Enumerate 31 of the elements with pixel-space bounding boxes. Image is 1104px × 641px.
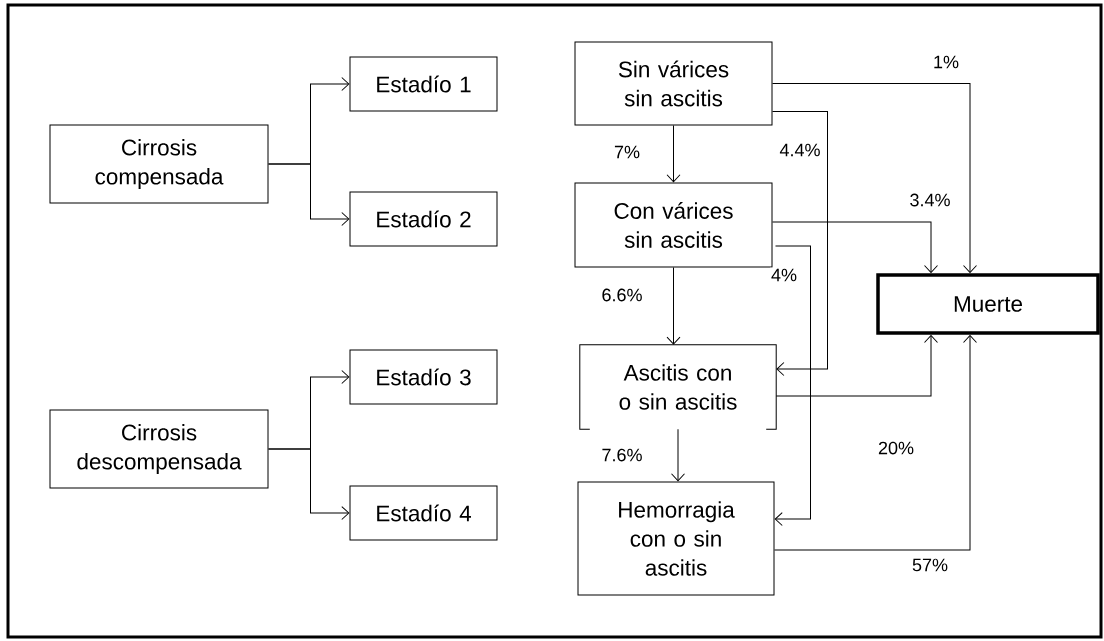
edge-label: 1% xyxy=(932,54,960,70)
edge-label: 7% xyxy=(613,144,641,160)
arrow xyxy=(772,83,977,273)
edge-label: 7.6% xyxy=(600,447,644,463)
process-box: Estadío 2 xyxy=(349,191,498,247)
arrow xyxy=(666,267,681,345)
process-box: Sin várices sin ascitis xyxy=(574,41,773,126)
process-box: Estadío 1 xyxy=(349,56,498,112)
arrow xyxy=(268,163,350,226)
process-box: Con várices sin ascitis xyxy=(574,182,773,268)
arrow xyxy=(775,335,938,397)
arrow xyxy=(772,111,828,376)
process-box: Estadío 4 xyxy=(349,485,498,541)
process-box: Cirrosis descompensada xyxy=(49,409,269,489)
edge-label: 3.4% xyxy=(908,192,952,208)
process-box: Muerte xyxy=(876,273,1100,335)
edge-label: 6.6% xyxy=(600,287,644,303)
arrow xyxy=(772,221,938,273)
arrow xyxy=(774,335,977,551)
edge-label: 57% xyxy=(911,557,949,573)
process-box: Cirrosis compensada xyxy=(49,124,269,204)
edge-label: 4% xyxy=(770,267,798,283)
process-box: Estadío 3 xyxy=(349,349,498,405)
process-box: Hemorragia con o sin ascitis xyxy=(577,481,775,596)
edge-label: 20% xyxy=(877,440,915,456)
arrow xyxy=(268,448,350,520)
arrow xyxy=(666,125,681,183)
arrow xyxy=(774,245,811,526)
process-box: Ascitis con o sin ascitis xyxy=(579,344,777,430)
edge-label: 4.4% xyxy=(778,142,822,158)
arrow xyxy=(671,428,685,482)
